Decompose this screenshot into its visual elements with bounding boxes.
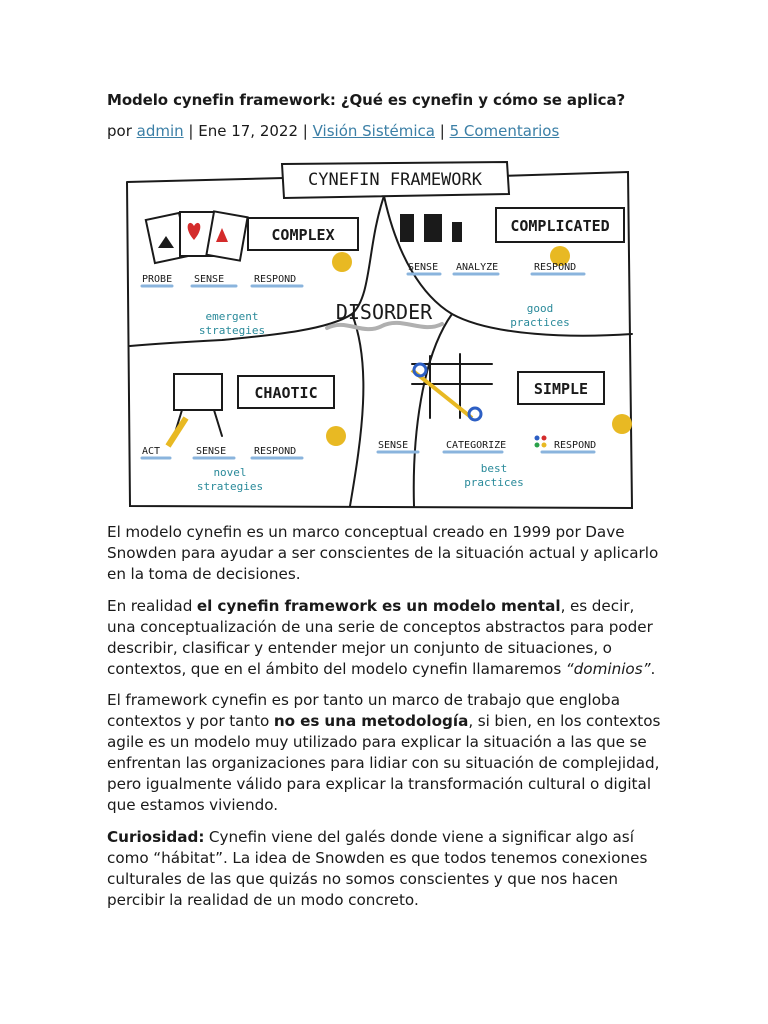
meta-separator: |	[184, 122, 199, 140]
chaotic-step: RESPOND	[254, 446, 296, 457]
meta-separator: |	[435, 122, 450, 140]
paragraph-text: .	[651, 660, 656, 678]
complex-note: strategies	[199, 324, 265, 337]
comments-link[interactable]: 5 Comentarios	[450, 122, 560, 140]
simple-note: best	[481, 462, 508, 475]
complex-note: emergent	[206, 310, 259, 323]
chaotic-note: novel	[213, 466, 246, 479]
simple-label: SIMPLE	[534, 380, 588, 398]
italic-text: “dominios”	[566, 660, 651, 678]
category-link[interactable]: Visión Sistémica	[313, 122, 435, 140]
center-label: DISORDER	[336, 300, 433, 324]
bold-text: el cynefin framework es un modelo mental	[197, 597, 561, 615]
meta-separator: |	[298, 122, 313, 140]
bold-text: no es una metodología	[274, 712, 469, 730]
complex-step: SENSE	[194, 274, 224, 285]
simple-step: SENSE	[378, 440, 408, 451]
paragraph: Curiosidad: Cynefin viene del galés dond…	[107, 827, 667, 911]
complicated-step: RESPOND	[534, 262, 576, 273]
paragraph: El modelo cynefin es un marco conceptual…	[107, 522, 667, 585]
chaotic-label: CHAOTIC	[254, 384, 317, 402]
complicated-step: SENSE	[408, 262, 438, 273]
complex-step: RESPOND	[254, 274, 296, 285]
simple-step: RESPOND	[554, 440, 596, 451]
post-meta: por admin | Ene 17, 2022 | Visión Sistém…	[107, 122, 559, 140]
bold-text: Curiosidad:	[107, 828, 204, 846]
paragraph-text: En realidad	[107, 597, 197, 615]
paragraph-text: El modelo cynefin es un marco conceptual…	[107, 523, 658, 583]
chaotic-step: ACT	[142, 446, 160, 457]
complicated-label: COMPLICATED	[510, 217, 609, 235]
author-link[interactable]: admin	[137, 122, 184, 140]
paragraph: En realidad el cynefin framework es un m…	[107, 596, 667, 680]
simple-step: CATEGORIZE	[446, 440, 506, 451]
complicated-note: good	[527, 302, 554, 315]
complicated-step: ANALYZE	[456, 262, 498, 273]
simple-note: practices	[464, 476, 524, 489]
post-body: El modelo cynefin es un marco conceptual…	[107, 522, 667, 921]
meta-prefix: por	[107, 122, 137, 140]
chaotic-step: SENSE	[196, 446, 226, 457]
cynefin-framework-illustration: CYNEFIN FRAMEWORK DISORDER COMPLEX COMPL…	[122, 156, 648, 514]
complex-label: COMPLEX	[271, 226, 334, 244]
complex-step: PROBE	[142, 274, 172, 285]
chaotic-note: strategies	[197, 480, 263, 493]
post-title: Modelo cynefin framework: ¿Qué es cynefi…	[107, 91, 625, 109]
post-date: Ene 17, 2022	[198, 122, 298, 140]
banner-text: CYNEFIN FRAMEWORK	[308, 170, 483, 190]
complicated-note: practices	[510, 316, 570, 329]
paragraph: El framework cynefin es por tanto un mar…	[107, 690, 667, 816]
